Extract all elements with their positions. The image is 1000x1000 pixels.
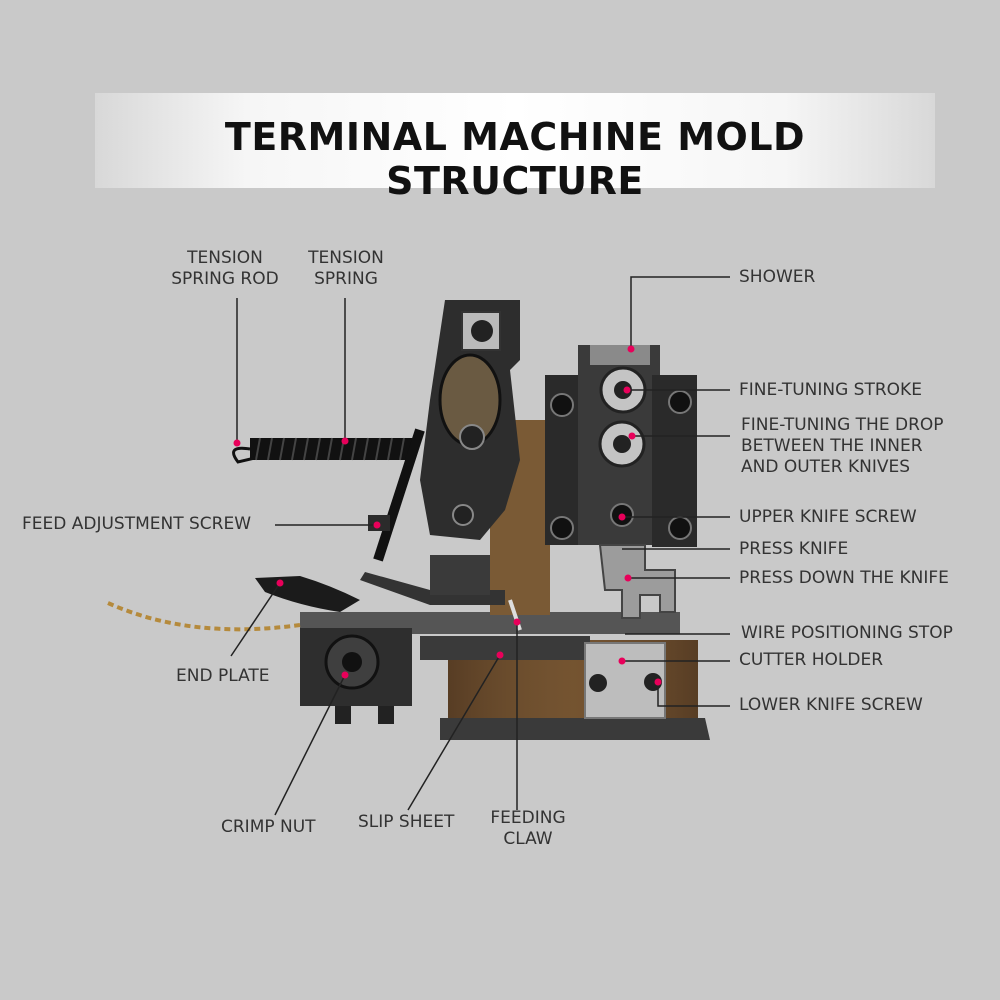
marker-crimp-nut bbox=[341, 671, 349, 679]
marker-cutter-holder bbox=[618, 657, 626, 665]
marker-slip-sheet bbox=[496, 651, 504, 659]
feed-lever bbox=[360, 572, 505, 605]
label-press-knife: PRESS KNIFE bbox=[739, 539, 849, 559]
label-upper-knife-screw: UPPER KNIFE SCREW bbox=[739, 507, 917, 527]
slip-sheet-bar bbox=[420, 636, 590, 660]
label-slip-sheet: SLIP SHEET bbox=[358, 812, 455, 832]
marker-feeding-claw bbox=[513, 618, 521, 626]
label-fine-tuning-stroke: FINE-TUNING STROKE bbox=[739, 380, 922, 400]
leader-slip-sheet bbox=[407, 654, 501, 811]
label-wire-positioning-stop: WIRE POSITIONING STOP bbox=[741, 623, 953, 643]
leader-crimp-nut bbox=[274, 674, 346, 816]
leader-lines bbox=[230, 276, 730, 816]
label-press-down-the-knife: PRESS DOWN THE KNIFE bbox=[739, 568, 949, 588]
end-plate bbox=[255, 576, 360, 612]
label-end-plate: END PLATE bbox=[176, 666, 270, 686]
label-fine-tuning-drop: FINE-TUNING THE DROP BETWEEN THE INNER A… bbox=[741, 415, 944, 477]
marker-end-plate bbox=[276, 579, 284, 587]
label-shower: SHOWER bbox=[739, 267, 816, 287]
marker-dots bbox=[233, 345, 662, 686]
terminal-strip bbox=[107, 601, 301, 632]
tension-spring-body bbox=[250, 438, 415, 460]
marker-shower bbox=[627, 345, 635, 353]
title-banner: TERMINAL MACHINE MOLD STRUCTURE bbox=[95, 93, 935, 203]
tension-spring-rod bbox=[232, 446, 256, 464]
leader-end-plate bbox=[230, 582, 281, 657]
label-feeding-claw: FEEDING CLAW bbox=[490, 808, 566, 849]
press-knife bbox=[598, 544, 676, 619]
marker-press-down-the-knife bbox=[624, 574, 632, 582]
label-tension-spring-rod: TENSION SPRING ROD bbox=[171, 248, 279, 289]
marker-fine-tuning-stroke bbox=[623, 386, 631, 394]
marker-fine-tuning-drop bbox=[628, 432, 636, 440]
marker-feed-adjustment-screw bbox=[373, 521, 381, 529]
leader-lower-knife-screw bbox=[657, 682, 730, 707]
marker-lower-knife-screw bbox=[654, 678, 662, 686]
base-plate bbox=[440, 718, 710, 740]
label-crimp-nut: CRIMP NUT bbox=[221, 817, 316, 837]
machine-illustration bbox=[107, 300, 710, 740]
marker-tension-spring-rod bbox=[233, 439, 241, 447]
label-tension-spring: TENSION SPRING bbox=[308, 248, 384, 289]
diagram-title: TERMINAL MACHINE MOLD STRUCTURE bbox=[224, 115, 806, 203]
marker-tension-spring bbox=[341, 437, 349, 445]
label-cutter-holder: CUTTER HOLDER bbox=[739, 650, 884, 670]
marker-upper-knife-screw bbox=[618, 513, 626, 521]
label-feed-adjustment-screw: FEED ADJUSTMENT SCREW bbox=[22, 514, 252, 534]
label-lower-knife-screw: LOWER KNIFE SCREW bbox=[739, 695, 923, 715]
leader-shower bbox=[630, 276, 730, 348]
